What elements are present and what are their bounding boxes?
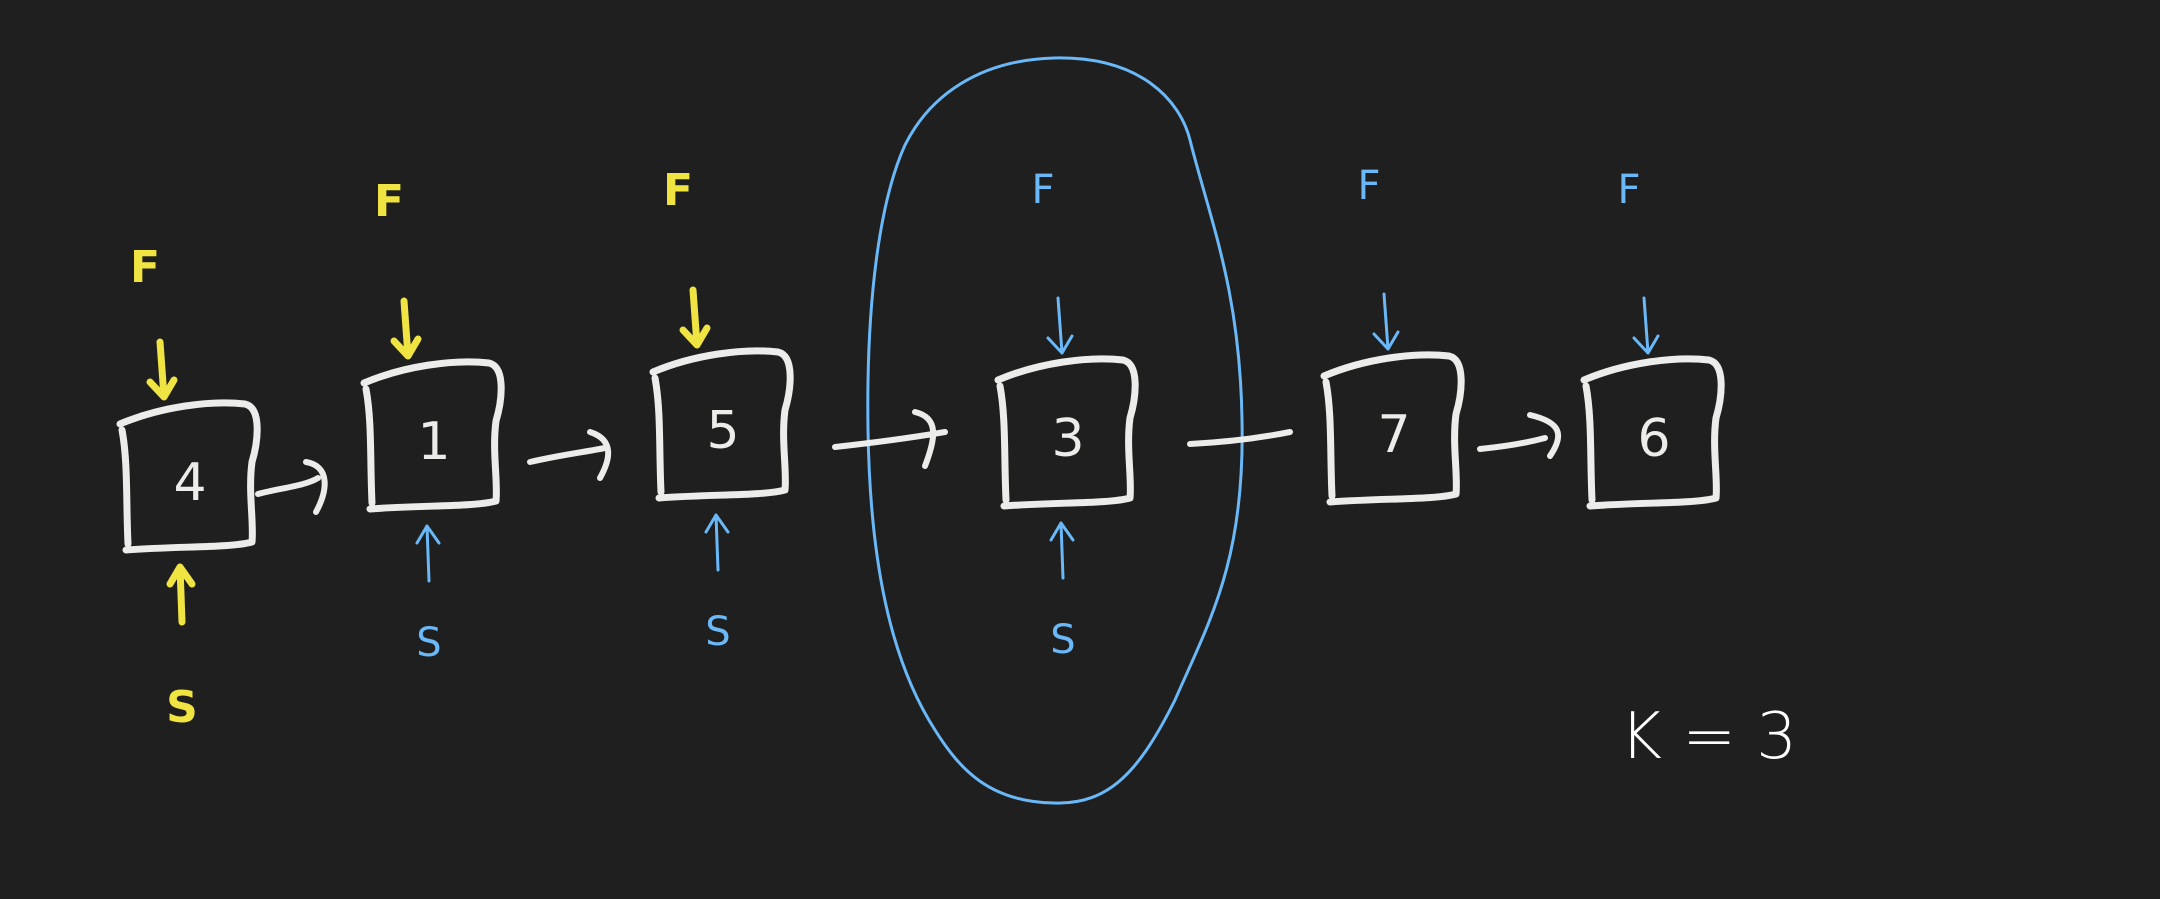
node-value: 4: [173, 453, 206, 513]
fast-pointer-label: F: [374, 176, 404, 227]
fast-pointer-label: F: [1357, 163, 1380, 209]
slow-pointer-arrow-icon: [415, 524, 441, 583]
node-value: 6: [1637, 409, 1670, 469]
fast-pointer-label: F: [130, 242, 160, 293]
highlight-ellipse: [866, 56, 1244, 805]
node-box: [360, 358, 505, 513]
fast-pointer-arrow-icon: [146, 338, 178, 401]
fast-pointer-arrow-icon: [679, 286, 711, 349]
slow-pointer-label: S: [166, 682, 198, 733]
fast-pointer-arrow-icon: [390, 297, 422, 360]
list-node: 1 F S: [360, 176, 505, 666]
list-node: 6F: [1580, 167, 1725, 510]
slow-pointer-arrow-icon: [1049, 521, 1075, 580]
slow-pointer-arrow-icon: [704, 513, 730, 572]
list-node: 5 F S: [649, 165, 794, 655]
fast-pointer-arrow-icon: [1046, 296, 1074, 355]
node-box: [994, 355, 1139, 510]
node-value: 7: [1377, 405, 1410, 465]
fast-pointer-label: F: [1617, 167, 1640, 213]
k-label: K = 3: [1620, 700, 1797, 774]
slow-pointer-label: S: [705, 609, 730, 655]
link-arrows: [255, 409, 1562, 515]
fast-pointer-label: F: [663, 165, 693, 216]
node-box: [1320, 351, 1465, 506]
slow-pointer-arrow-icon: [166, 563, 196, 626]
node-value: 5: [706, 401, 739, 461]
fast-pointer-arrow-icon: [1632, 296, 1660, 355]
node-box: [649, 347, 794, 502]
node-value: 3: [1051, 409, 1084, 469]
list-node: 4 F S: [116, 242, 261, 733]
fast-pointer-arrow-icon: [1372, 292, 1400, 351]
slow-pointer-label: S: [416, 620, 441, 666]
slow-pointer-label: S: [1050, 617, 1075, 663]
node-box: [1580, 355, 1725, 510]
node-value: 1: [417, 412, 450, 472]
list-node: 7F: [1320, 163, 1465, 506]
node-box: [116, 399, 261, 554]
fast-pointer-label: F: [1031, 167, 1054, 213]
list-node: 3 F S: [994, 167, 1139, 663]
